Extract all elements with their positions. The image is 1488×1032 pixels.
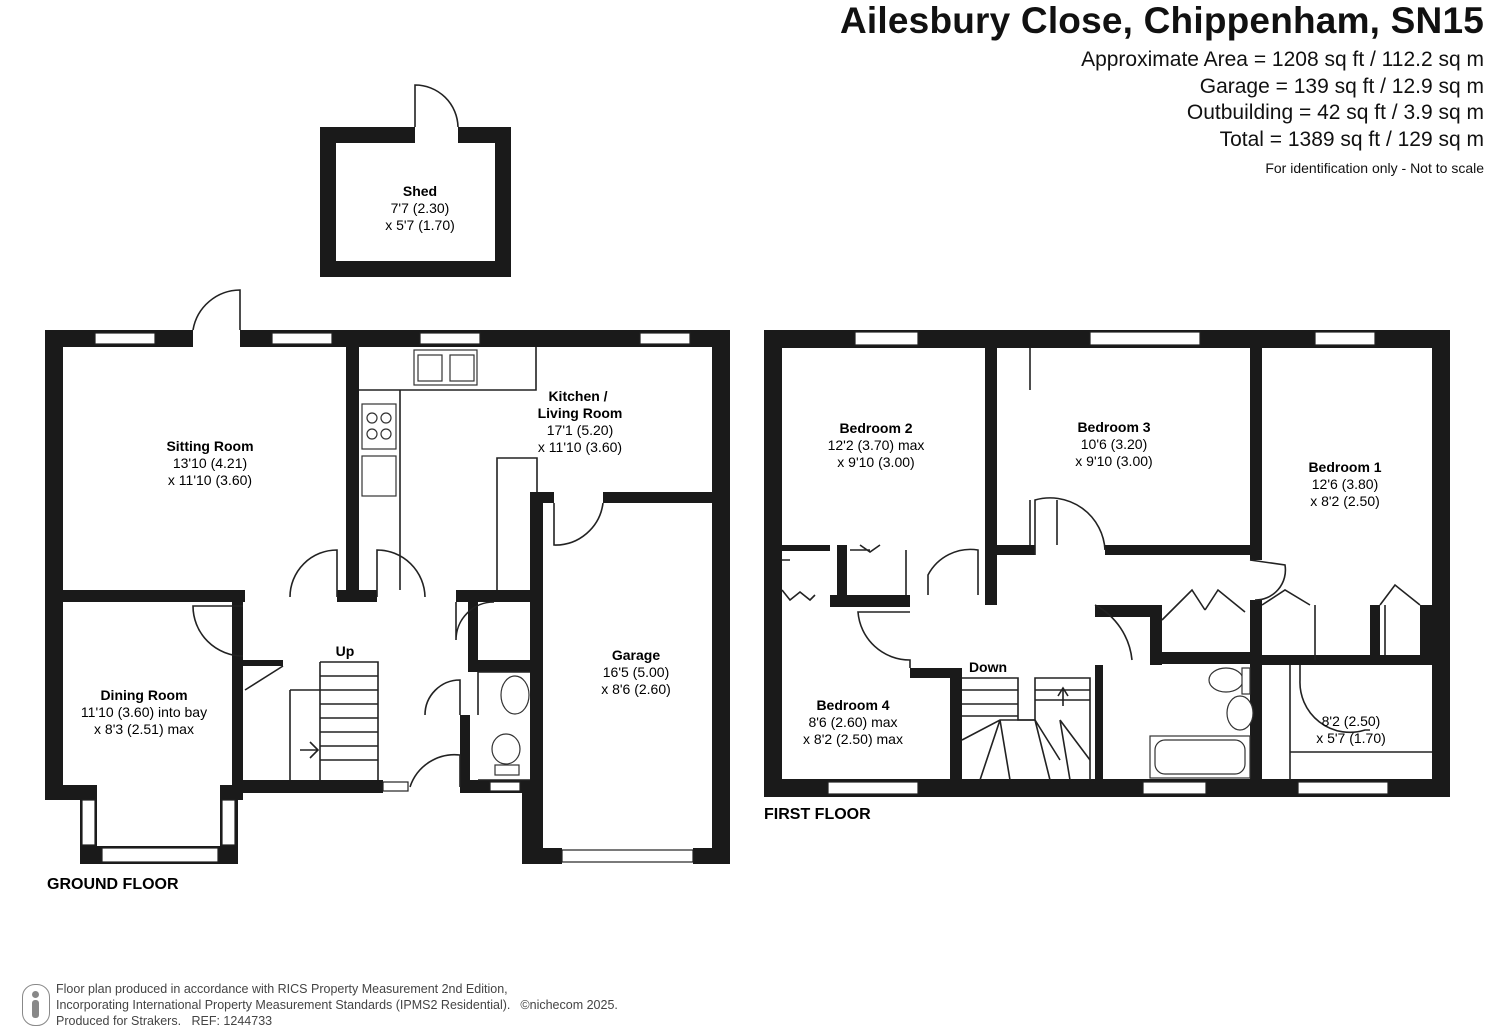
bedroom4-name: Bedroom 4: [816, 697, 889, 713]
bathroom-fittings: [1149, 667, 1432, 779]
dining-room-dim2: x 8'3 (2.51) max: [94, 721, 194, 737]
ensuite-dim2: x 5'7 (1.70): [1316, 730, 1386, 746]
outbuilding-area: Outbuilding = 42 sq ft / 3.9 sq m: [1186, 101, 1484, 124]
sitting-room-dim1: 13'10 (4.21): [173, 455, 247, 471]
bedroom2-dim2: x 9'10 (3.00): [837, 454, 914, 470]
property-title: Ailesbury Close, Chippenham, SN15: [840, 0, 1484, 41]
footer-ipms: Incorporating International Property Mea…: [56, 998, 511, 1012]
first-floor-doors: [781, 348, 1421, 780]
shed-dim1: 7'7 (2.30): [391, 200, 450, 216]
floor-labels: GROUND FLOOR FIRST FLOOR: [47, 806, 871, 893]
kitchen-name-line1: Kitchen /: [548, 388, 607, 404]
first-floor-windows: [827, 331, 1389, 795]
ground-floor-doors: [192, 289, 604, 788]
shed-name: Shed: [403, 183, 437, 199]
ground-floor-walls: [45, 330, 730, 864]
sitting-room-name: Sitting Room: [166, 438, 253, 454]
dining-room-name: Dining Room: [100, 687, 187, 703]
bedroom2-dim1: 12'2 (3.70) max: [828, 437, 925, 453]
rics-logo-icon: [22, 984, 50, 1026]
bedroom1-dim1: 12'6 (3.80): [1312, 476, 1379, 492]
garage-dim1: 16'5 (5.00): [603, 664, 670, 680]
ground-floor-stairs: [289, 661, 379, 780]
kitchen-fittings: [359, 347, 538, 590]
kitchen-dim1: 17'1 (5.20): [547, 422, 614, 438]
ground-floor-windows: [81, 332, 694, 863]
footer-ref: REF: 1244733: [191, 1014, 273, 1028]
wc-fittings: [477, 671, 530, 781]
bedroom3-dim2: x 9'10 (3.00): [1075, 453, 1152, 469]
bedroom4-dim1: 8'6 (2.60) max: [808, 714, 897, 730]
ensuite-dim1: 8'2 (2.50): [1322, 713, 1381, 729]
ground-floor-label: GROUND FLOOR: [47, 876, 179, 893]
first-floor-label: FIRST FLOOR: [764, 806, 871, 823]
kitchen-dim2: x 11'10 (3.60): [538, 439, 622, 455]
first-floor-stairs: [961, 677, 1091, 781]
footer-produced-for: Produced for Strakers.: [56, 1014, 182, 1028]
sitting-room-dim2: x 11'10 (3.60): [168, 472, 252, 488]
kitchen-name-line2: Living Room: [538, 405, 623, 421]
garage-dim2: x 8'6 (2.60): [601, 681, 671, 697]
approximate-area: Approximate Area = 1208 sq ft / 112.2 sq…: [1081, 48, 1484, 71]
stairs-down-label: Down: [969, 659, 1007, 675]
identification-note: For identification only - Not to scale: [1265, 160, 1484, 176]
garage-name: Garage: [612, 647, 660, 663]
footer-line-2: Incorporating International Property Mea…: [56, 998, 618, 1012]
footer-copyright: ©nichecom 2025.: [520, 998, 618, 1012]
bedroom2-name: Bedroom 2: [839, 420, 912, 436]
bedroom4-dim2: x 8'2 (2.50) max: [803, 731, 903, 747]
total-area: Total = 1389 sq ft / 129 sq m: [1219, 128, 1484, 151]
bedroom1-dim2: x 8'2 (2.50): [1310, 493, 1380, 509]
bedroom3-name: Bedroom 3: [1077, 419, 1150, 435]
room-labels: Shed 7'7 (2.30) x 5'7 (1.70) Sitting Roo…: [81, 183, 1386, 747]
bedroom3-dim1: 10'6 (3.20): [1081, 436, 1148, 452]
shed-dim2: x 5'7 (1.70): [385, 217, 455, 233]
footer-line-3: Produced for Strakers. REF: 1244733: [56, 1014, 272, 1028]
footer-line-1: Floor plan produced in accordance with R…: [56, 982, 508, 996]
first-floor-walls: [764, 330, 1450, 797]
garage-area: Garage = 139 sq ft / 12.9 sq m: [1199, 75, 1484, 98]
dining-room-dim1: 11'10 (3.60) into bay: [81, 704, 207, 720]
stairs-up-label: Up: [336, 643, 355, 659]
bedroom1-name: Bedroom 1: [1308, 459, 1381, 475]
shed-walls: [320, 84, 511, 277]
